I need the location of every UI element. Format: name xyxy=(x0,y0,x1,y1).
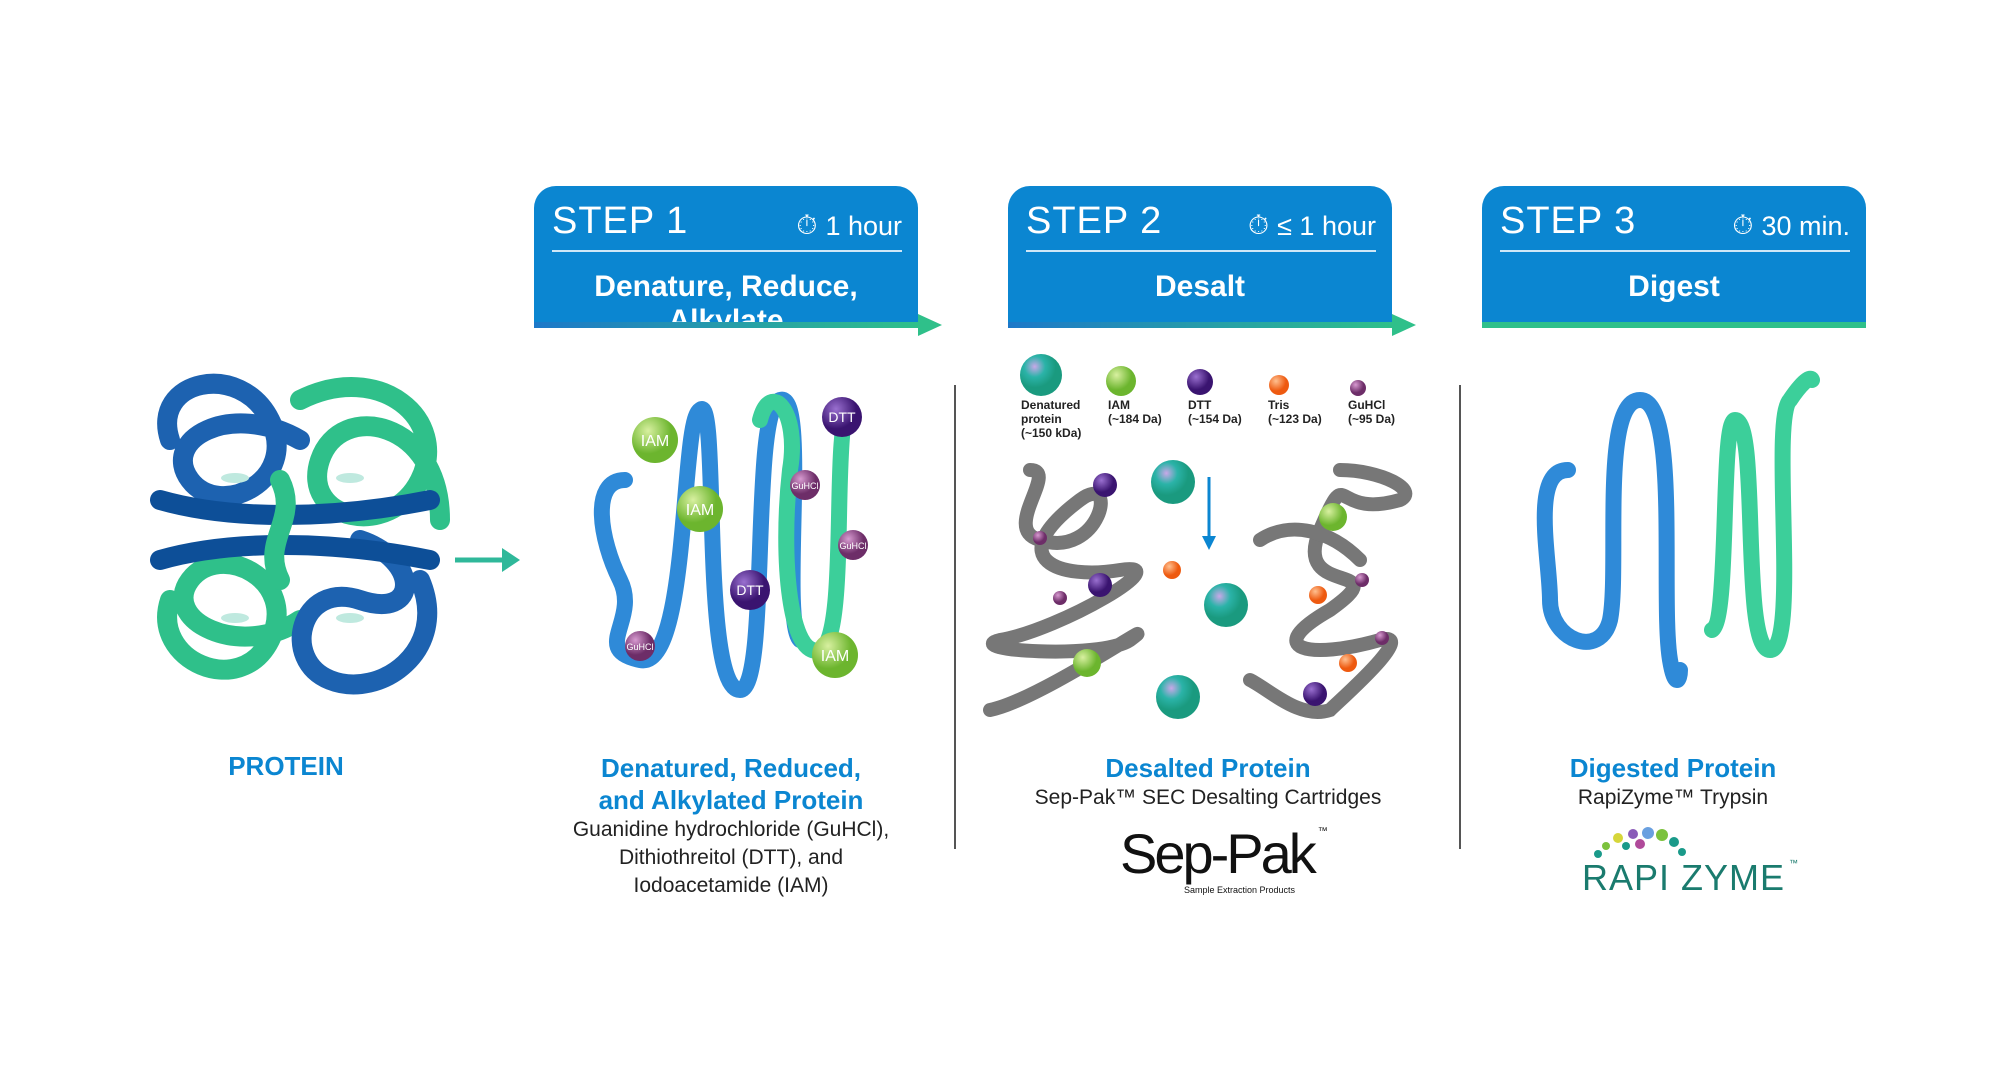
molecule-label: DTT xyxy=(736,582,764,598)
stopwatch-icon: ⏱ xyxy=(1732,210,1754,240)
molecule-label: GuHCl xyxy=(791,481,818,491)
step-title: Denature, Reduce, Alkylate xyxy=(594,270,858,337)
protein-caption: PROTEIN xyxy=(228,751,344,781)
step-title: Desalt xyxy=(1154,270,1246,303)
digested-protein-illustration xyxy=(1536,370,1820,688)
legend-iam: IAM(~184 Da) xyxy=(1108,398,1162,426)
arrowhead-icon xyxy=(1392,314,1416,336)
legend-denatured-protein: Denatured protein(~150 kDa) xyxy=(1021,398,1082,440)
stopwatch-icon: ⏱ xyxy=(1248,210,1270,240)
arrowhead-icon xyxy=(918,314,942,336)
column-divider xyxy=(1459,385,1461,849)
legend-balls xyxy=(1020,354,1366,396)
step2-caption: Desalted Protein Sep-Pak™ SEC Desalting … xyxy=(1034,753,1382,809)
molecule-label: GuHCl xyxy=(626,642,653,652)
molecule-label: GuHCl xyxy=(839,541,866,551)
desalting-illustration xyxy=(983,463,1413,719)
step-3-header: STEP 3 ⏱30 min. Digest xyxy=(1482,186,1866,328)
progress-arrow xyxy=(1008,322,1392,328)
step-underline xyxy=(1482,322,1866,328)
step-number: STEP 1 xyxy=(552,200,689,242)
divider xyxy=(1026,250,1376,252)
molecule-label: IAM xyxy=(821,648,849,665)
divider xyxy=(1500,250,1850,252)
protein-illustration xyxy=(150,373,450,695)
molecule-label: IAM xyxy=(686,502,714,519)
step1-caption: Denatured, Reduced, and Alkylated Protei… xyxy=(572,753,890,897)
divider xyxy=(552,250,902,252)
column-divider xyxy=(954,385,956,849)
step1-molecules: IAM IAM DTT GuHCl GuHCl DTT GuHCl IAM xyxy=(625,397,868,678)
step-2-header: STEP 2 ⏱≤ 1 hour Desalt xyxy=(1008,186,1416,336)
desalting-molecules xyxy=(1033,460,1389,719)
legend-dtt: DTT(~154 Da) xyxy=(1188,398,1242,426)
step-number: STEP 2 xyxy=(1026,200,1163,242)
seppak-tagline: Sample Extraction Products xyxy=(1184,885,1296,895)
legend-guhcl: GuHCl(~95 Da) xyxy=(1348,398,1396,426)
step-duration: 30 min. xyxy=(1761,210,1850,241)
molecule-label: IAM xyxy=(641,433,669,450)
step-1-header: STEP 1 ⏱1 hour Denature, Reduce, Alkylat… xyxy=(534,186,942,337)
stopwatch-icon: ⏱ xyxy=(796,210,818,240)
step3-caption: Digested Protein RapiZyme™ Trypsin xyxy=(1569,753,1777,809)
step-duration: ≤ 1 hour xyxy=(1277,210,1376,241)
flow-arrow xyxy=(455,548,520,572)
progress-arrow xyxy=(534,322,918,328)
molecule-label: DTT xyxy=(828,409,856,425)
legend-tris: Tris(~123 Da) xyxy=(1268,398,1322,426)
step-duration: 1 hour xyxy=(825,210,902,241)
step-number: STEP 3 xyxy=(1500,200,1637,242)
denatured-protein-illustration xyxy=(593,392,858,699)
step-title: Digest xyxy=(1628,270,1720,303)
rapizyme-dots-icon xyxy=(1594,827,1686,858)
